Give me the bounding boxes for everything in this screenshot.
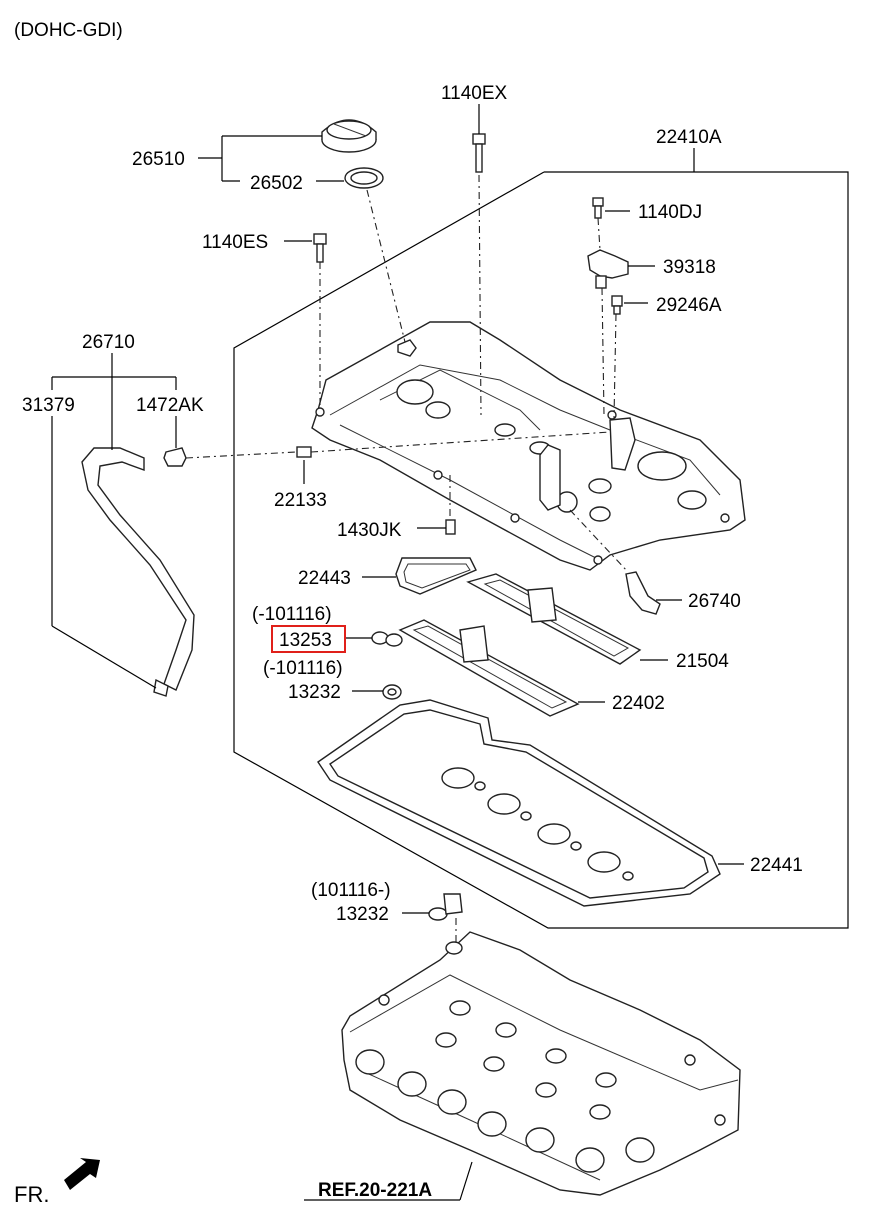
baffle-gasket-22443 [395, 557, 477, 595]
baffle-plate-22402 [398, 619, 580, 717]
seal-13253 [371, 631, 403, 647]
washer-13232-upper [382, 684, 402, 700]
part-labels: 26510 26502 1140EX 22410A 1140DJ 1140ES … [14, 83, 803, 1207]
label-1472ak: 1472AK [136, 395, 204, 416]
bolt-1140dj [592, 197, 604, 219]
cover-gasket-22441 [317, 699, 721, 907]
label-26510: 26510 [132, 149, 185, 170]
assembly-boundary [233, 171, 849, 929]
label-29246a: 29246A [656, 295, 722, 316]
oil-filler-cap [321, 119, 377, 153]
hose-clamp [163, 447, 187, 467]
label-22441: 22441 [750, 855, 803, 876]
label-26740: 26740 [688, 591, 741, 612]
label-22410a: 22410A [656, 127, 722, 148]
assembly-centerlines [185, 174, 629, 946]
label-13253: 13253 [279, 630, 332, 651]
bolt-1140es [313, 233, 327, 263]
dowel-pin [445, 519, 456, 535]
highlight-box-13253 [271, 625, 346, 653]
front-arrow-icon [64, 1158, 100, 1190]
pcv-valve [625, 571, 661, 615]
note-101116-a: (-101116) [252, 604, 332, 625]
engine-type-label: (DOHC-GDI) [14, 20, 123, 41]
washer-13232-lower [428, 893, 463, 921]
cap-gasket [344, 167, 384, 189]
label-13232-upper: 13232 [288, 682, 341, 703]
label-1140ex: 1140EX [441, 83, 508, 104]
label-21504: 21504 [676, 651, 729, 672]
baffle-plate-21504 [466, 573, 642, 665]
bolt-1140ex [472, 133, 486, 173]
label-22443: 22443 [298, 568, 351, 589]
label-1140es: 1140ES [202, 232, 268, 253]
pcv-fitting [296, 446, 312, 458]
label-13232-lower: 13232 [336, 904, 389, 925]
reference-label: REF.20-221A [318, 1180, 432, 1201]
breather-hose [81, 447, 195, 697]
label-26710: 26710 [82, 332, 135, 353]
label-1140dj: 1140DJ [638, 202, 702, 223]
label-26502: 26502 [250, 173, 303, 194]
label-39318: 39318 [663, 257, 716, 278]
cam-position-sensor [587, 249, 629, 289]
leader-lines [51, 104, 744, 1201]
note-101116-b: (-101116) [263, 658, 343, 679]
part-29246a [611, 295, 623, 315]
front-label: FR. [14, 1182, 49, 1207]
note-101116-c: (101116-) [311, 880, 391, 901]
cylinder-head [341, 931, 741, 1196]
label-22402: 22402 [612, 693, 665, 714]
label-31379: 31379 [22, 395, 75, 416]
valve-cover [311, 321, 746, 571]
label-1430jk: 1430JK [337, 520, 402, 541]
label-22133: 22133 [274, 490, 327, 511]
